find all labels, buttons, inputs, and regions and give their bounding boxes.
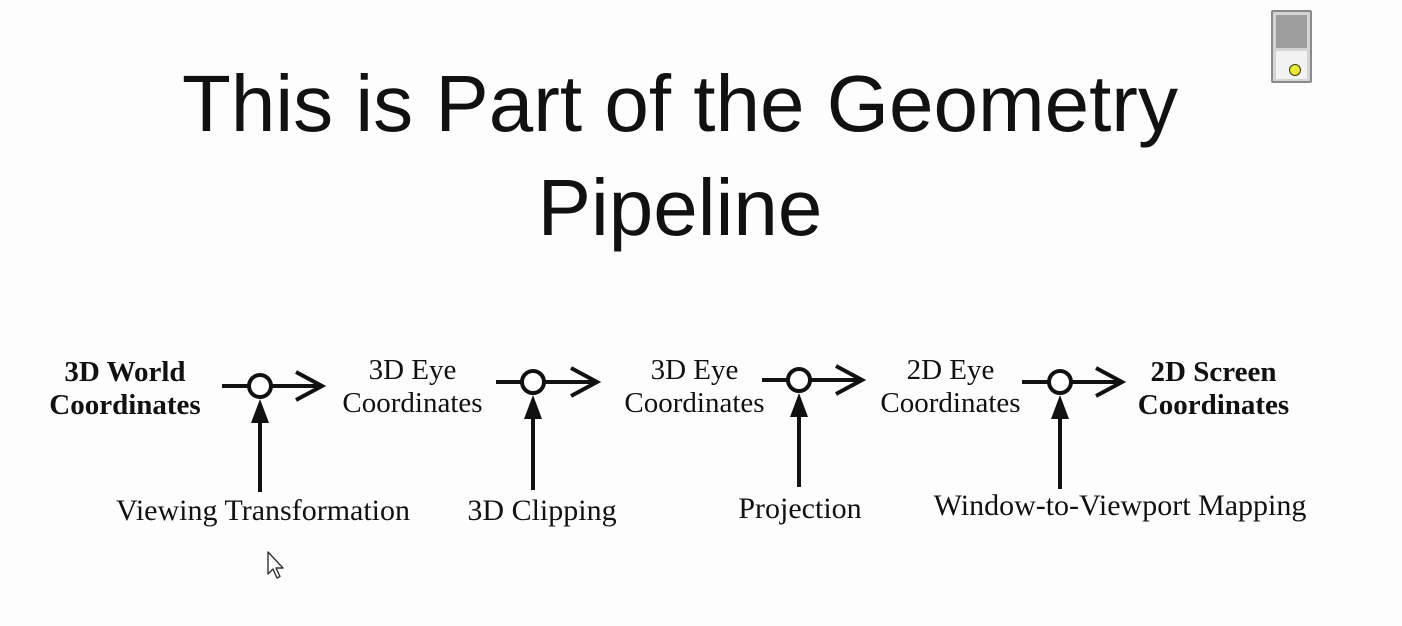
node-3d-eye-1-line-2: Coordinates	[342, 387, 483, 419]
arrowhead-right-4	[1095, 366, 1127, 398]
slide-title-line-1: This is Part of the Geometry	[182, 59, 1178, 148]
widget-indicator-dot	[1289, 64, 1301, 76]
slide-title: This is Part of the Geometry Pipeline	[0, 52, 1360, 260]
node-3d-eye-2-line-2: Coordinates	[624, 387, 765, 419]
operation-window-to-viewport-mapping: Window-to-Viewport Mapping	[933, 489, 1307, 522]
node-2d-screen-line-1: 2D Screen	[1150, 356, 1277, 388]
arrowhead-right-1	[295, 370, 327, 402]
arrowhead-up-3	[790, 393, 808, 417]
node-2d-screen-line-2: Coordinates	[1137, 389, 1290, 421]
node-2d-screen-coordinates: 2D Screen Coordinates	[1126, 356, 1301, 422]
operation-projection: Projection	[738, 492, 862, 525]
node-3d-eye-coordinates-1: 3D Eye Coordinates	[330, 354, 495, 420]
operation-node-2	[520, 369, 546, 395]
slide-title-line-2: Pipeline	[537, 163, 823, 252]
operation-viewing-transformation: Viewing Transformation	[115, 494, 411, 527]
widget-top-panel	[1276, 15, 1307, 48]
node-3d-eye-coordinates-2: 3D Eye Coordinates	[612, 354, 777, 420]
slide-control-widget-icon[interactable]	[1271, 10, 1312, 83]
node-2d-eye-coordinates: 2D Eye Coordinates	[868, 354, 1033, 420]
arrowhead-up-1	[251, 399, 269, 423]
operation-node-4	[1047, 369, 1073, 395]
node-3d-world-line-2: Coordinates	[49, 389, 201, 421]
mouse-pointer-icon	[267, 551, 284, 579]
operation-3d-clipping: 3D Clipping	[467, 494, 617, 527]
node-3d-world-line-1: 3D World	[64, 356, 186, 388]
arrowhead-up-4	[1051, 395, 1069, 419]
node-3d-eye-2-line-1: 3D Eye	[650, 354, 739, 386]
node-3d-world-coordinates: 3D World Coordinates	[40, 356, 210, 422]
arrowhead-up-2	[524, 395, 542, 419]
arrowhead-right-3	[835, 364, 867, 396]
arrowhead-right-2	[570, 366, 602, 398]
node-2d-eye-line-1: 2D Eye	[906, 354, 995, 386]
operation-node-1	[247, 373, 273, 399]
operation-node-3	[786, 367, 812, 393]
node-2d-eye-line-2: Coordinates	[880, 387, 1021, 419]
node-3d-eye-1-line-1: 3D Eye	[368, 354, 457, 386]
